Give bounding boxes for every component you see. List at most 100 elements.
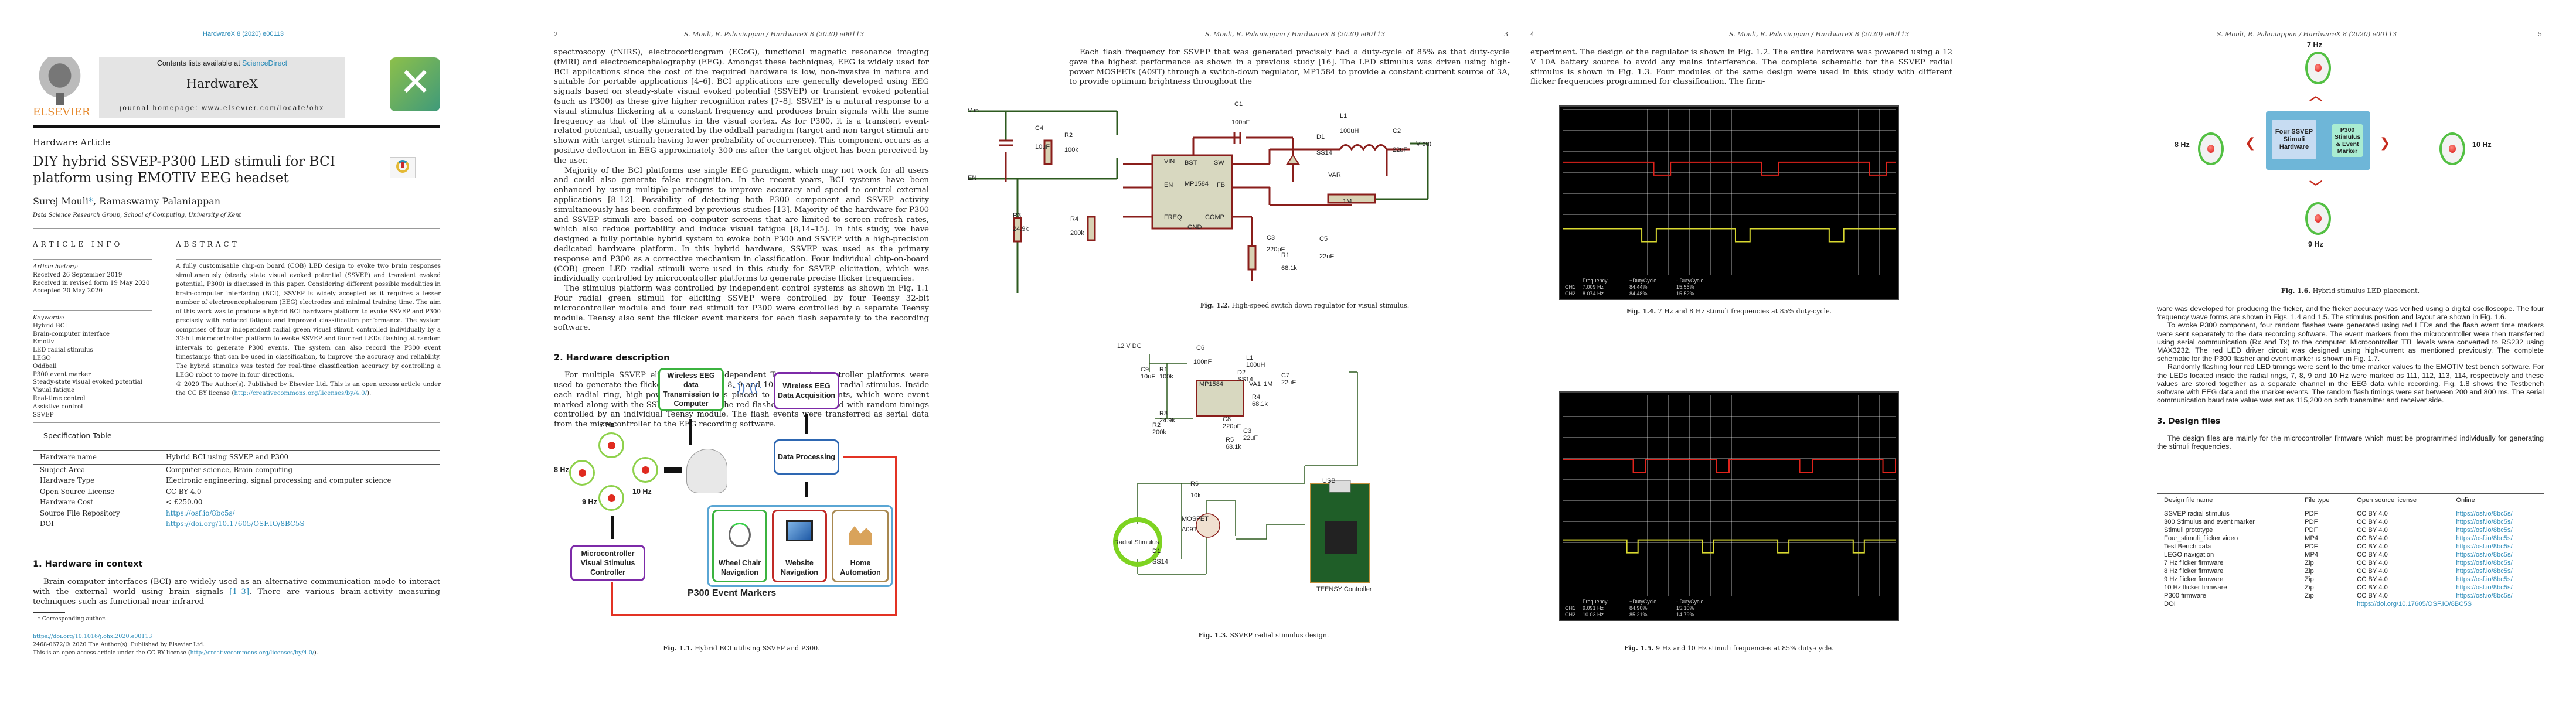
online-link[interactable]: https://osf.io/8bc5s/ — [2456, 527, 2513, 534]
table-cell: 300 Stimulus and event marker — [2164, 518, 2255, 525]
online-link[interactable]: https://osf.io/8bc5s/ — [2456, 559, 2513, 567]
section-1-text-a: Brain-computer interfaces (BCI) are wide… — [33, 578, 440, 596]
chevron-down-icon: ﹀ — [2309, 180, 2323, 195]
schematic-label: 220pF — [1267, 246, 1285, 253]
table-header-cell: Open source license — [2350, 493, 2449, 507]
keyword-item: Oddball — [33, 363, 57, 370]
caption-text: Hybrid BCI utilising SSVEP and P300. — [692, 644, 820, 652]
schematic-label: D1 — [1152, 548, 1161, 555]
measurement-header-cell: - DutyCycle — [1676, 278, 1704, 284]
online-link[interactable]: https://osf.io/8bc5s/ — [2456, 551, 2513, 558]
doi-link[interactable]: https://doi.org/10.17605/OSF.IO/8BC5S — [2357, 600, 2472, 608]
freq-label-left: 8 Hz — [2175, 141, 2190, 149]
journal-homepage[interactable]: journal homepage: www.elsevier.com/locat… — [120, 105, 325, 112]
schematic-label: 200k — [1152, 429, 1166, 436]
journal-reference-link[interactable]: HardwareX 8 (2020) e00113 — [203, 30, 284, 37]
spec-label: DOI — [33, 518, 142, 530]
measurement-cell: CH2 — [1565, 291, 1576, 296]
spec-value: CC BY 4.0 — [166, 487, 202, 496]
check-for-updates-button[interactable] — [390, 157, 416, 178]
table-cell: 10 Hz flicker firmware — [2164, 584, 2227, 591]
citation-link[interactable]: [1–3] — [229, 587, 249, 596]
online-link[interactable]: https://osf.io/8bc5s/ — [2456, 543, 2513, 550]
spec-value[interactable]: https://doi.org/10.17605/OSF.IO/8BC5S — [142, 518, 440, 530]
schematic-label: R2 — [1152, 422, 1161, 429]
box-website-navigation: Website Navigation — [772, 510, 827, 582]
online-link[interactable]: https://osf.io/8bc5s/ — [2456, 568, 2513, 575]
table-cell: LEGO navigation — [2164, 551, 2214, 558]
online-link[interactable]: https://osf.io/8bc5s/ — [2456, 535, 2513, 542]
doi-link[interactable]: https://doi.org/10.1016/j.ohx.2020.e0011… — [33, 633, 152, 640]
page-number: 4 — [1530, 30, 1534, 38]
keyword-item: Real-time control — [33, 395, 86, 402]
schematic-label: MP1584 — [1199, 381, 1223, 388]
running-head: S. Mouli, R. Palaniappan / HardwareX 8 (… — [1205, 30, 1386, 38]
schematic-label: R3 — [1159, 410, 1168, 417]
schematic-label: 100nF — [1231, 119, 1250, 126]
table-cell: Zip — [2305, 576, 2314, 583]
caption-label: Fig. 1.6. — [2281, 287, 2311, 295]
measurement-cell: CH1 — [1565, 284, 1576, 290]
online-link[interactable]: https://osf.io/8bc5s/ — [2456, 584, 2513, 591]
paragraph: ware was developed for producing the fli… — [2157, 305, 2544, 322]
event-marker-line — [611, 614, 897, 616]
spec-value[interactable]: https://osf.io/8bc5s/ — [166, 509, 235, 517]
schematic-label: 22uF — [1243, 435, 1258, 442]
sciencedirect-link[interactable]: ScienceDirect — [242, 59, 288, 67]
section-2-heading: 2. Hardware description — [554, 353, 670, 363]
schematic-label: C4 — [1035, 125, 1044, 132]
page-3: S. Mouli, R. Palaniappan / HardwareX 8 (… — [968, 0, 1510, 703]
rule — [33, 259, 152, 260]
arrow-up-icon — [611, 516, 614, 539]
event-marker-line — [895, 456, 897, 616]
section-1-text-b: . There are various brain-activity measu… — [33, 587, 440, 606]
caption-label: Fig. 1.3. — [1198, 632, 1228, 639]
page-5: S. Mouli, R. Palaniappan / HardwareX 8 (… — [2157, 0, 2544, 703]
online-link[interactable]: https://osf.io/8bc5s/ — [2456, 518, 2513, 525]
schematic-label: R4 — [1070, 216, 1079, 223]
author-2: , Ramaswamy Palaniappan — [93, 196, 221, 207]
measurement-cell: 7.009 Hz — [1583, 284, 1604, 290]
online-link[interactable]: https://osf.io/8bc5s/ — [2456, 510, 2513, 517]
schematic-label: FB — [1217, 182, 1226, 189]
schematic-label: 22uF — [1281, 379, 1296, 386]
corresponding-author-link[interactable]: * — [88, 196, 93, 207]
stimulus-ring-8hz — [569, 460, 595, 486]
table-cell: 9 Hz flicker firmware — [2164, 576, 2224, 583]
schematic-label: MP1584 — [1185, 180, 1209, 187]
stimulus-ring-7hz — [598, 432, 624, 458]
figure-1-3-schematic — [1113, 354, 1370, 583]
table-cell: SSVEP radial stimulus — [2164, 510, 2230, 517]
box-wireless-transmission: Wireless EEG data Transmission to Comput… — [658, 368, 724, 411]
arrow-right-icon — [664, 467, 682, 473]
figure-1-3-caption: Fig. 1.3. SSVEP radial stimulus design. — [1111, 632, 1416, 639]
schematic-label: C6 — [1196, 344, 1205, 352]
table-cell: CC BY 4.0 — [2357, 592, 2388, 599]
keyword-item: Hybrid BCI — [33, 322, 67, 329]
schematic-label: C8 — [1223, 416, 1231, 423]
figure-1-1-diagram: Wireless EEG data Transmission to Comput… — [554, 363, 899, 621]
rule — [33, 422, 440, 423]
online-link[interactable]: https://osf.io/8bc5s/ — [2456, 576, 2513, 583]
license-link[interactable]: http://creativecommons.org/licenses/by/4… — [234, 390, 367, 397]
online-link[interactable]: https://osf.io/8bc5s/ — [2456, 592, 2513, 599]
paragraph: spectroscopy (fNIRS), electrocorticogram… — [554, 48, 929, 165]
table-cell: Test Bench data — [2164, 543, 2211, 550]
stimulus-ring-10hz — [632, 457, 658, 483]
schematic-label: R5 — [1226, 436, 1234, 443]
oa-license-link[interactable]: http://creativecommons.org/licenses/by/4… — [190, 650, 314, 656]
